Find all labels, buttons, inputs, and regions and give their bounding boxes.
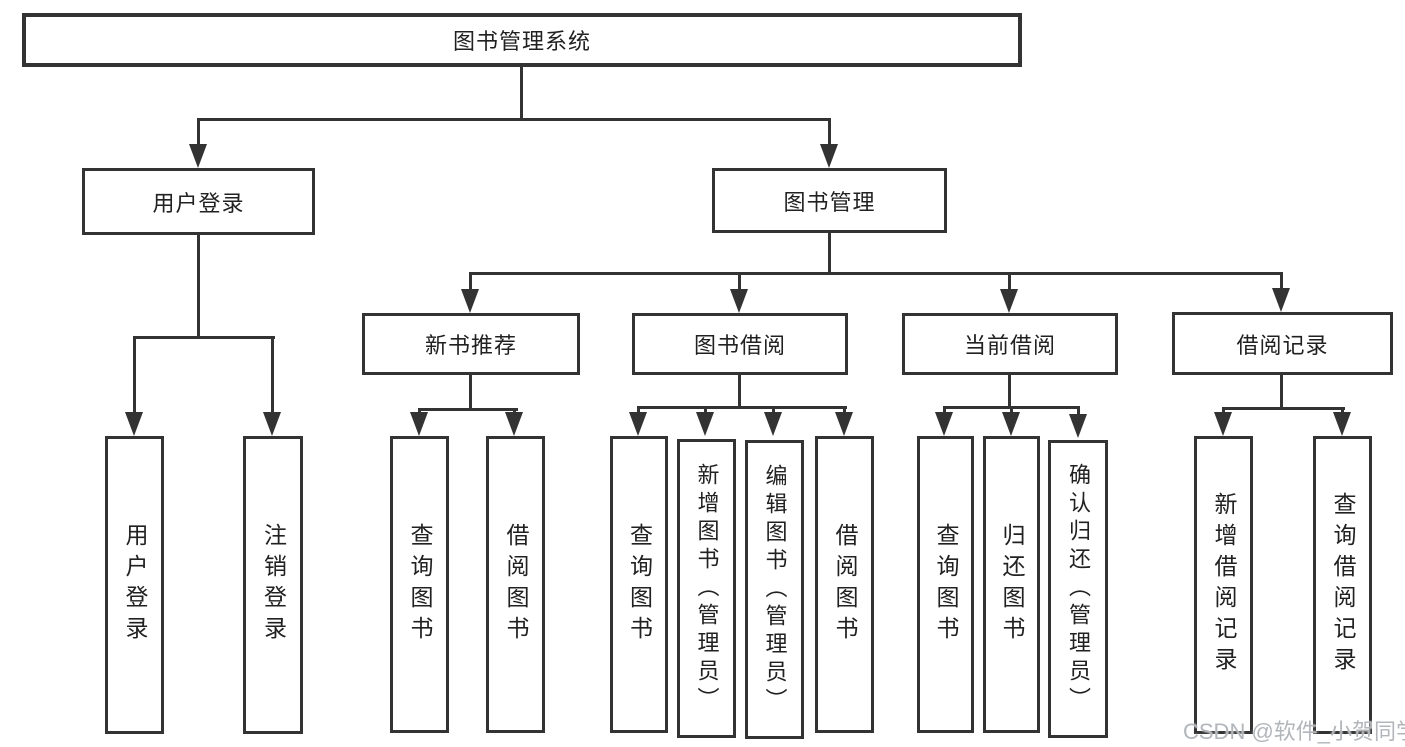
leaf-recommend-borrow-books: 借阅图书 — [486, 436, 545, 733]
arrowhead-icon — [820, 144, 838, 168]
connector-line — [133, 336, 275, 339]
leaf-logout: 注销登录 — [243, 436, 303, 734]
connector-line — [469, 272, 472, 294]
connector-line — [843, 406, 846, 416]
leaf-confirm-return-admin: 确认归还（管理员） — [1048, 440, 1108, 738]
connector-line — [1280, 272, 1283, 294]
node-label: 用户登录 — [152, 190, 245, 216]
node-book-borrowing: 图书借阅 — [632, 313, 848, 375]
connector-line — [943, 406, 946, 416]
node-label: 归还图书 — [999, 522, 1025, 647]
leaf-return-books: 归还图书 — [983, 436, 1040, 733]
arrowhead-icon — [730, 289, 748, 313]
node-label: 当前借阅 — [963, 333, 1056, 358]
leaf-current-query-books: 查询图书 — [917, 436, 974, 733]
connector-line — [1077, 406, 1080, 418]
arrowhead-icon — [764, 412, 782, 436]
arrowhead-icon — [1000, 289, 1018, 313]
connector-line — [520, 67, 523, 118]
node-label: 编辑图书（管理员） — [762, 463, 788, 716]
connector-line — [418, 408, 518, 411]
connector-line — [738, 375, 741, 406]
node-label: 新增图书（管理员） — [694, 462, 720, 715]
connector-line — [469, 272, 1283, 275]
connector-line — [704, 406, 707, 416]
leaf-borrowing-query-books: 查询图书 — [610, 436, 668, 733]
connector-line — [197, 118, 831, 121]
connector-line — [772, 406, 775, 416]
node-user-login: 用户登录 — [82, 168, 315, 235]
arrowhead-icon — [410, 412, 428, 436]
arrowhead-icon — [189, 144, 207, 168]
connector-line — [738, 272, 741, 294]
node-book-management: 图书管理 — [712, 168, 947, 233]
connector-line — [1008, 375, 1011, 406]
node-borrow-records: 借阅记录 — [1172, 312, 1393, 375]
leaf-edit-books-admin: 编辑图书（管理员） — [745, 440, 804, 739]
leaf-user-login: 用户登录 — [105, 436, 164, 734]
connector-line — [637, 406, 640, 416]
arrowhead-icon — [629, 412, 647, 436]
connector-line — [133, 336, 136, 416]
connector-line — [197, 235, 200, 336]
arrowhead-icon — [1069, 414, 1087, 438]
arrowhead-icon — [263, 412, 281, 436]
node-label: 用户登录 — [122, 523, 148, 647]
connector-line — [1222, 407, 1225, 416]
node-label: 确认归还（管理员） — [1066, 463, 1091, 715]
arrowhead-icon — [935, 412, 953, 436]
node-label: 图书借阅 — [693, 333, 786, 358]
arrowhead-icon — [1214, 412, 1232, 436]
leaf-query-borrow-record: 查询借阅记录 — [1313, 436, 1372, 734]
csdn-watermark: CSDN @软件_小贺同学 — [1183, 719, 1405, 744]
connector-line — [1341, 407, 1344, 416]
leaf-add-borrow-record: 新增借阅记录 — [1194, 436, 1253, 734]
node-label: 注销登录 — [260, 523, 287, 647]
node-label: 借阅图书 — [832, 522, 858, 647]
arrowhead-icon — [461, 289, 479, 313]
connector-line — [197, 118, 200, 148]
connector-line — [828, 233, 831, 272]
connector-line — [271, 336, 274, 416]
connector-line — [828, 118, 831, 148]
node-label: 查询图书 — [626, 522, 653, 647]
arrowhead-icon — [1002, 412, 1020, 436]
connector-line — [1222, 407, 1345, 410]
connector-line — [1010, 406, 1013, 416]
node-label: 图书管理 — [783, 189, 876, 215]
arrowhead-icon — [1333, 412, 1351, 436]
node-label: 图书管理系统 — [452, 29, 591, 54]
connector-line — [1280, 375, 1283, 407]
node-label: 查询图书 — [407, 522, 433, 647]
connector-line — [469, 375, 472, 408]
arrowhead-icon — [125, 412, 143, 436]
arrowhead-icon — [696, 412, 714, 436]
arrowhead-icon — [1272, 288, 1290, 312]
node-label: 新书推荐 — [424, 333, 517, 358]
node-label: 新增借阅记录 — [1211, 492, 1237, 678]
node-label: 借阅记录 — [1236, 332, 1329, 358]
arrowhead-icon — [835, 412, 853, 436]
connector-line — [1008, 272, 1011, 294]
node-current-borrowing: 当前借阅 — [902, 313, 1118, 375]
node-new-book-recommend: 新书推荐 — [362, 313, 580, 375]
leaf-recommend-query-books: 查询图书 — [390, 436, 449, 733]
leaf-borrowing-borrow-books: 借阅图书 — [815, 436, 874, 733]
node-label: 查询借阅记录 — [1330, 492, 1356, 678]
node-label: 借阅图书 — [503, 522, 529, 647]
arrowhead-icon — [505, 412, 523, 436]
node-label: 查询图书 — [933, 522, 959, 647]
connector-line — [637, 406, 847, 409]
node-library-system: 图书管理系统 — [22, 13, 1022, 67]
leaf-add-books-admin: 新增图书（管理员） — [677, 439, 736, 738]
